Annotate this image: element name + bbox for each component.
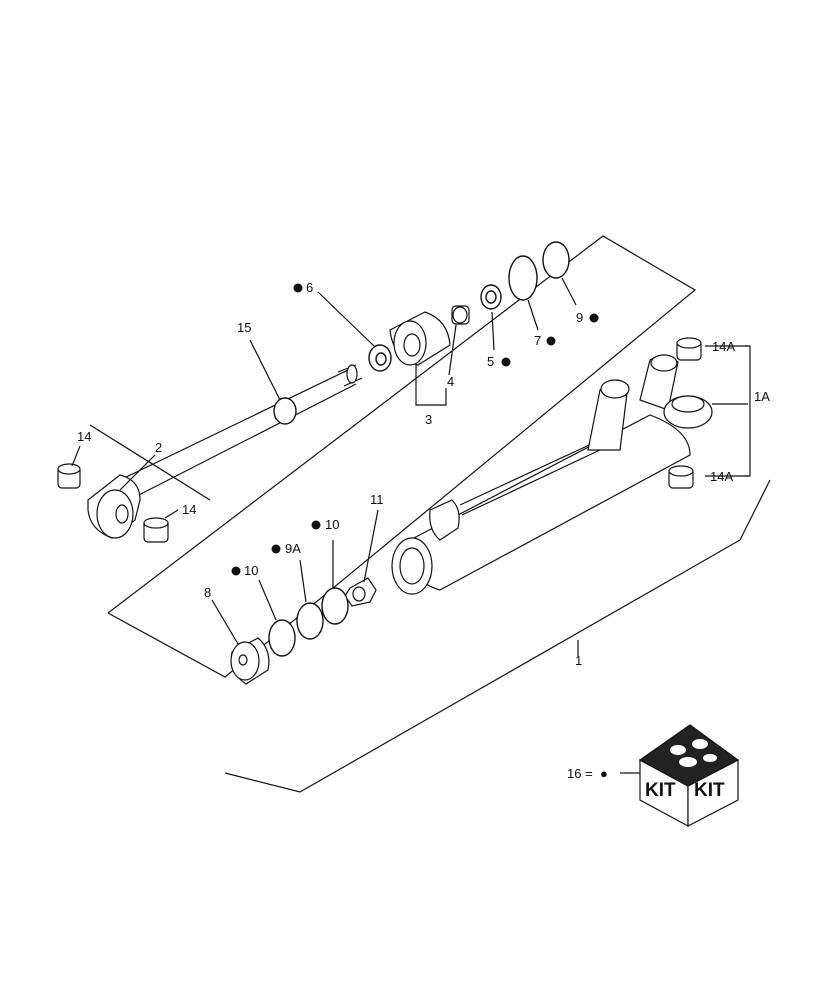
bushing-14a-top [676, 337, 702, 361]
label-6: 6 [306, 280, 313, 295]
bushing-14-left [57, 463, 81, 489]
piston-rod [119, 364, 363, 499]
label-9: 9 [576, 310, 583, 325]
backup-ring-9a [296, 602, 324, 640]
snap-ring-15 [273, 397, 297, 425]
backup-ring-9 [542, 241, 570, 279]
label-16: 16 = [567, 766, 593, 781]
o-ring-7 [508, 255, 538, 301]
gland-outline [224, 479, 771, 793]
label-14-left: 14 [77, 429, 91, 444]
label-5: 5 [487, 354, 494, 369]
dot-9 [589, 313, 599, 323]
o-ring-10-right [321, 587, 349, 625]
kit-marker: ● [600, 766, 608, 781]
label-2: 2 [155, 440, 162, 455]
label-15: 15 [237, 320, 251, 335]
label-8: 8 [204, 585, 211, 600]
dot-7 [546, 336, 556, 346]
cylinder-barrel-1 [391, 354, 713, 595]
bushing-14a-bottom [668, 465, 694, 489]
label-3: 3 [425, 412, 432, 427]
kit-label-right: KIT [694, 780, 725, 801]
dot-10-left [231, 566, 241, 576]
dot-5 [501, 357, 511, 367]
kit-box-icon: KIT KIT [638, 724, 740, 828]
label-4: 4 [447, 374, 454, 389]
rod-group-outline [107, 235, 697, 678]
gland-8 [230, 637, 270, 685]
nut-11 [344, 577, 377, 607]
label-9a: 9A [285, 541, 301, 556]
label-10-right: 10 [325, 517, 339, 532]
dot-6 [293, 283, 303, 293]
o-ring-10-left [268, 619, 296, 657]
label-10-left: 10 [244, 563, 258, 578]
leader-lines [71, 277, 751, 774]
rod-eye-2 [87, 474, 141, 539]
label-7: 7 [534, 333, 541, 348]
wear-ring-4 [451, 305, 470, 325]
label-1: 1 [575, 653, 582, 668]
callout-labels: 15 6 4 3 5 7 9 14 2 14 14A 1A 14A 11 10 … [77, 280, 770, 781]
label-14a-top: 14A [712, 339, 735, 354]
label-1a: 1A [754, 389, 770, 404]
label-14-right: 14 [182, 502, 196, 517]
label-11: 11 [370, 492, 384, 507]
label-14a-bottom: 14A [710, 469, 733, 484]
kit-label-left: KIT [645, 780, 676, 801]
dot-9a [271, 544, 281, 554]
dot-10-right [311, 520, 321, 530]
piston-3 [389, 311, 451, 366]
bushing-14-right [143, 517, 169, 543]
